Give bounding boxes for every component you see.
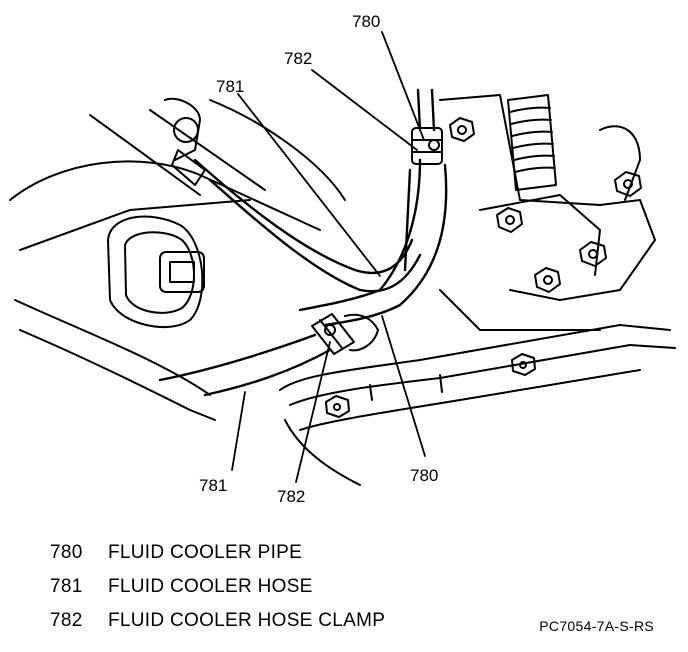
callout-781-top: 781	[216, 77, 245, 96]
legend-number: 780	[50, 542, 83, 563]
legend-row: 781 FLUID COOLER HOSE	[50, 570, 385, 604]
hex-bolts	[325, 117, 642, 418]
legend-row: 780 FLUID COOLER PIPE	[50, 536, 385, 570]
oil-pan-rail	[279, 324, 676, 486]
bottom-hose-clamp	[311, 313, 379, 355]
callout-780-bottom: 780	[410, 466, 439, 485]
steering-boot	[507, 94, 557, 191]
legend-number: 782	[50, 610, 83, 631]
legend-number: 781	[50, 576, 83, 597]
top-hose-clamp	[411, 127, 443, 165]
parts-legend: 780 FLUID COOLER PIPE 781 FLUID COOLER H…	[50, 536, 385, 638]
fluid-cooler-hose	[158, 158, 422, 397]
mount-bushing	[107, 215, 205, 328]
callout-782-bottom: 782	[277, 487, 306, 506]
legend-row: 782 FLUID COOLER HOSE CLAMP	[50, 604, 385, 638]
legend-label: FLUID COOLER HOSE	[108, 576, 313, 597]
callout-782-top: 782	[284, 49, 313, 68]
crossmember-outline	[9, 99, 346, 421]
right-mount-bracket	[439, 94, 656, 331]
legend-label: FLUID COOLER HOSE CLAMP	[108, 610, 386, 631]
callout-leader-lines	[231, 31, 426, 483]
callout-781-bottom: 781	[199, 476, 228, 495]
callout-780-top: 780	[352, 12, 381, 31]
transmission-cooler-line-illustration	[9, 31, 676, 486]
legend-label: FLUID COOLER PIPE	[108, 542, 303, 563]
upper-left-bracket	[164, 97, 206, 186]
fluid-cooler-pipe	[298, 88, 448, 327]
figure-code: PC7054-7A-S-RS	[539, 618, 654, 634]
